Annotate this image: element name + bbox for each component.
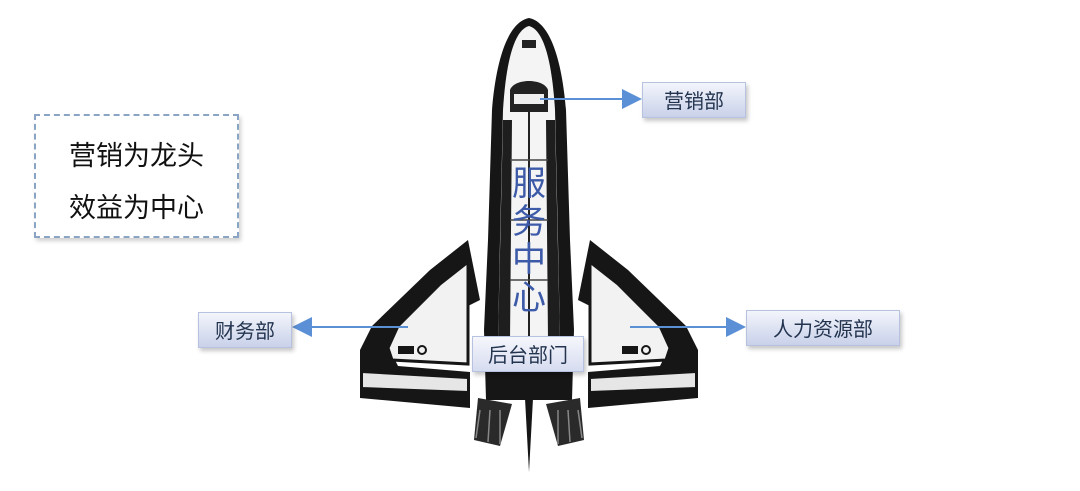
slogan-line-1: 营销为龙头 xyxy=(69,141,204,172)
service-center-char: 务 xyxy=(512,202,546,242)
slogan-line-2: 效益为中心 xyxy=(69,193,204,224)
slogan-box: 营销为龙头 效益为中心 xyxy=(34,114,239,238)
service-center-label: 服 务 中 心 xyxy=(508,165,550,317)
finance-dept-label: 财务部 xyxy=(198,312,292,348)
service-center-char: 服 xyxy=(512,164,546,204)
hr-dept-label: 人力资源部 xyxy=(746,310,900,346)
service-center-char: 心 xyxy=(512,278,546,318)
shuttle-body xyxy=(360,18,698,472)
backoffice-dept-label: 后台部门 xyxy=(472,336,584,372)
marketing-dept-label: 营销部 xyxy=(642,82,746,118)
service-center-char: 中 xyxy=(512,240,546,280)
